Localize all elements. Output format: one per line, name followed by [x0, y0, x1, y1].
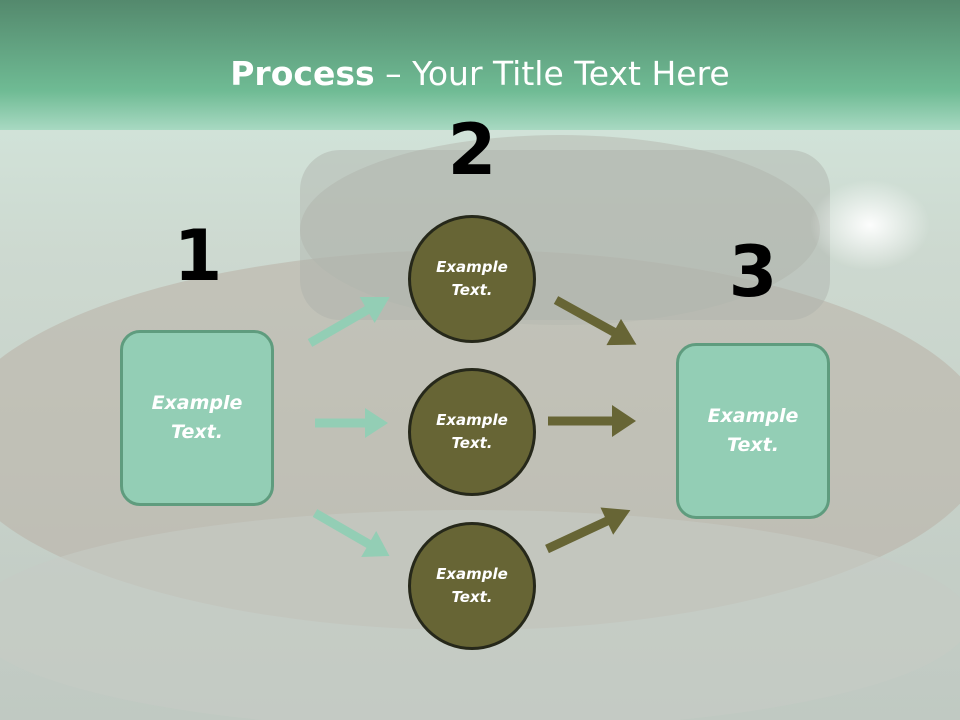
- circle-top-line2: Text.: [451, 281, 493, 299]
- circle-top-line1: Example: [436, 258, 508, 276]
- circle-bottom-text: Example Text.: [436, 563, 508, 609]
- arrow-dark-right-down-icon: [553, 296, 637, 346]
- step-1-text-line2: Text.: [171, 421, 223, 443]
- circle-top-text: Example Text.: [436, 256, 508, 302]
- step-number-3: 3: [728, 231, 778, 313]
- step-1-text-line1: Example: [151, 392, 243, 414]
- circle-middle-line1: Example: [436, 411, 508, 429]
- step-number-2: 2: [447, 109, 497, 191]
- step-3-text: Example Text.: [708, 402, 799, 460]
- page-title: Process – Your Title Text Here: [0, 52, 960, 96]
- step-1-text: Example Text.: [152, 389, 243, 447]
- arrow-right-up-icon: [307, 297, 390, 347]
- step-3-box: Example Text.: [676, 343, 830, 519]
- title-rest: – Your Title Text Here: [374, 54, 730, 93]
- circle-middle-line2: Text.: [451, 434, 493, 452]
- step-3-text-line1: Example: [707, 405, 799, 427]
- circle-middle: Example Text.: [408, 368, 536, 496]
- arrow-right-down-icon: [312, 509, 390, 557]
- step-3-text-line2: Text.: [727, 434, 779, 456]
- circle-bottom-line1: Example: [436, 565, 508, 583]
- circle-top: Example Text.: [408, 215, 536, 343]
- arrow-right-icon: [315, 408, 388, 438]
- title-bold: Process: [230, 54, 375, 93]
- step-number-1: 1: [173, 215, 223, 297]
- step-1-box: Example Text.: [120, 330, 274, 506]
- arrow-dark-right-up-icon: [545, 507, 631, 554]
- circle-bottom: Example Text.: [408, 522, 536, 650]
- circle-middle-text: Example Text.: [436, 409, 508, 455]
- arrow-dark-right-icon: [548, 405, 636, 437]
- circle-bottom-line2: Text.: [451, 588, 493, 606]
